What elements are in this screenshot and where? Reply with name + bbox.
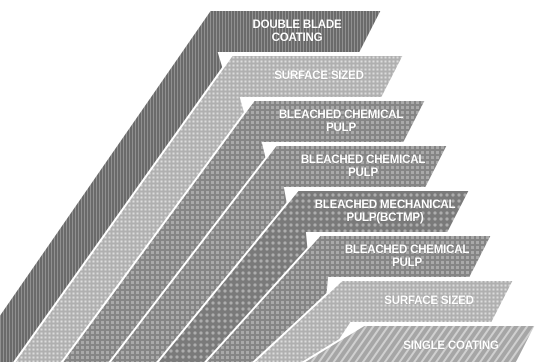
layer-5-label-line: BLEACHED MECHANICAL <box>314 198 456 211</box>
layer-2-label: SURFACE SIZED <box>244 70 394 83</box>
layer-4-label-line: PULP <box>348 166 378 179</box>
layer-1-label-line: DOUBLE BLADE <box>252 18 342 31</box>
layer-7-label: SURFACE SIZED <box>354 295 504 308</box>
layer-7-band <box>252 279 516 362</box>
layer-1-label-line: COATING <box>271 31 323 44</box>
layer-2-label-line: SURFACE SIZED <box>274 70 364 82</box>
layer-6-band <box>204 234 494 362</box>
layer-4-label-line: BLEACHED CHEMICAL <box>300 153 426 166</box>
layer-6-label-line: BLEACHED CHEMICAL <box>344 243 470 256</box>
layer-8-band <box>301 324 538 362</box>
layer-8-label-line: SINGLE COATING <box>403 340 499 352</box>
layer-7-label-line: SURFACE SIZED <box>384 295 474 307</box>
layer-3-label-line: BLEACHED CHEMICAL <box>278 108 404 121</box>
layer-3-label-line: PULP <box>326 121 356 134</box>
layer-6-label-line: PULP <box>392 256 422 269</box>
layer-5-label-line: PULP(BCTMP) <box>346 211 424 224</box>
layer-8-label: SINGLE COATING <box>376 340 526 353</box>
layer-5-band <box>156 189 472 362</box>
